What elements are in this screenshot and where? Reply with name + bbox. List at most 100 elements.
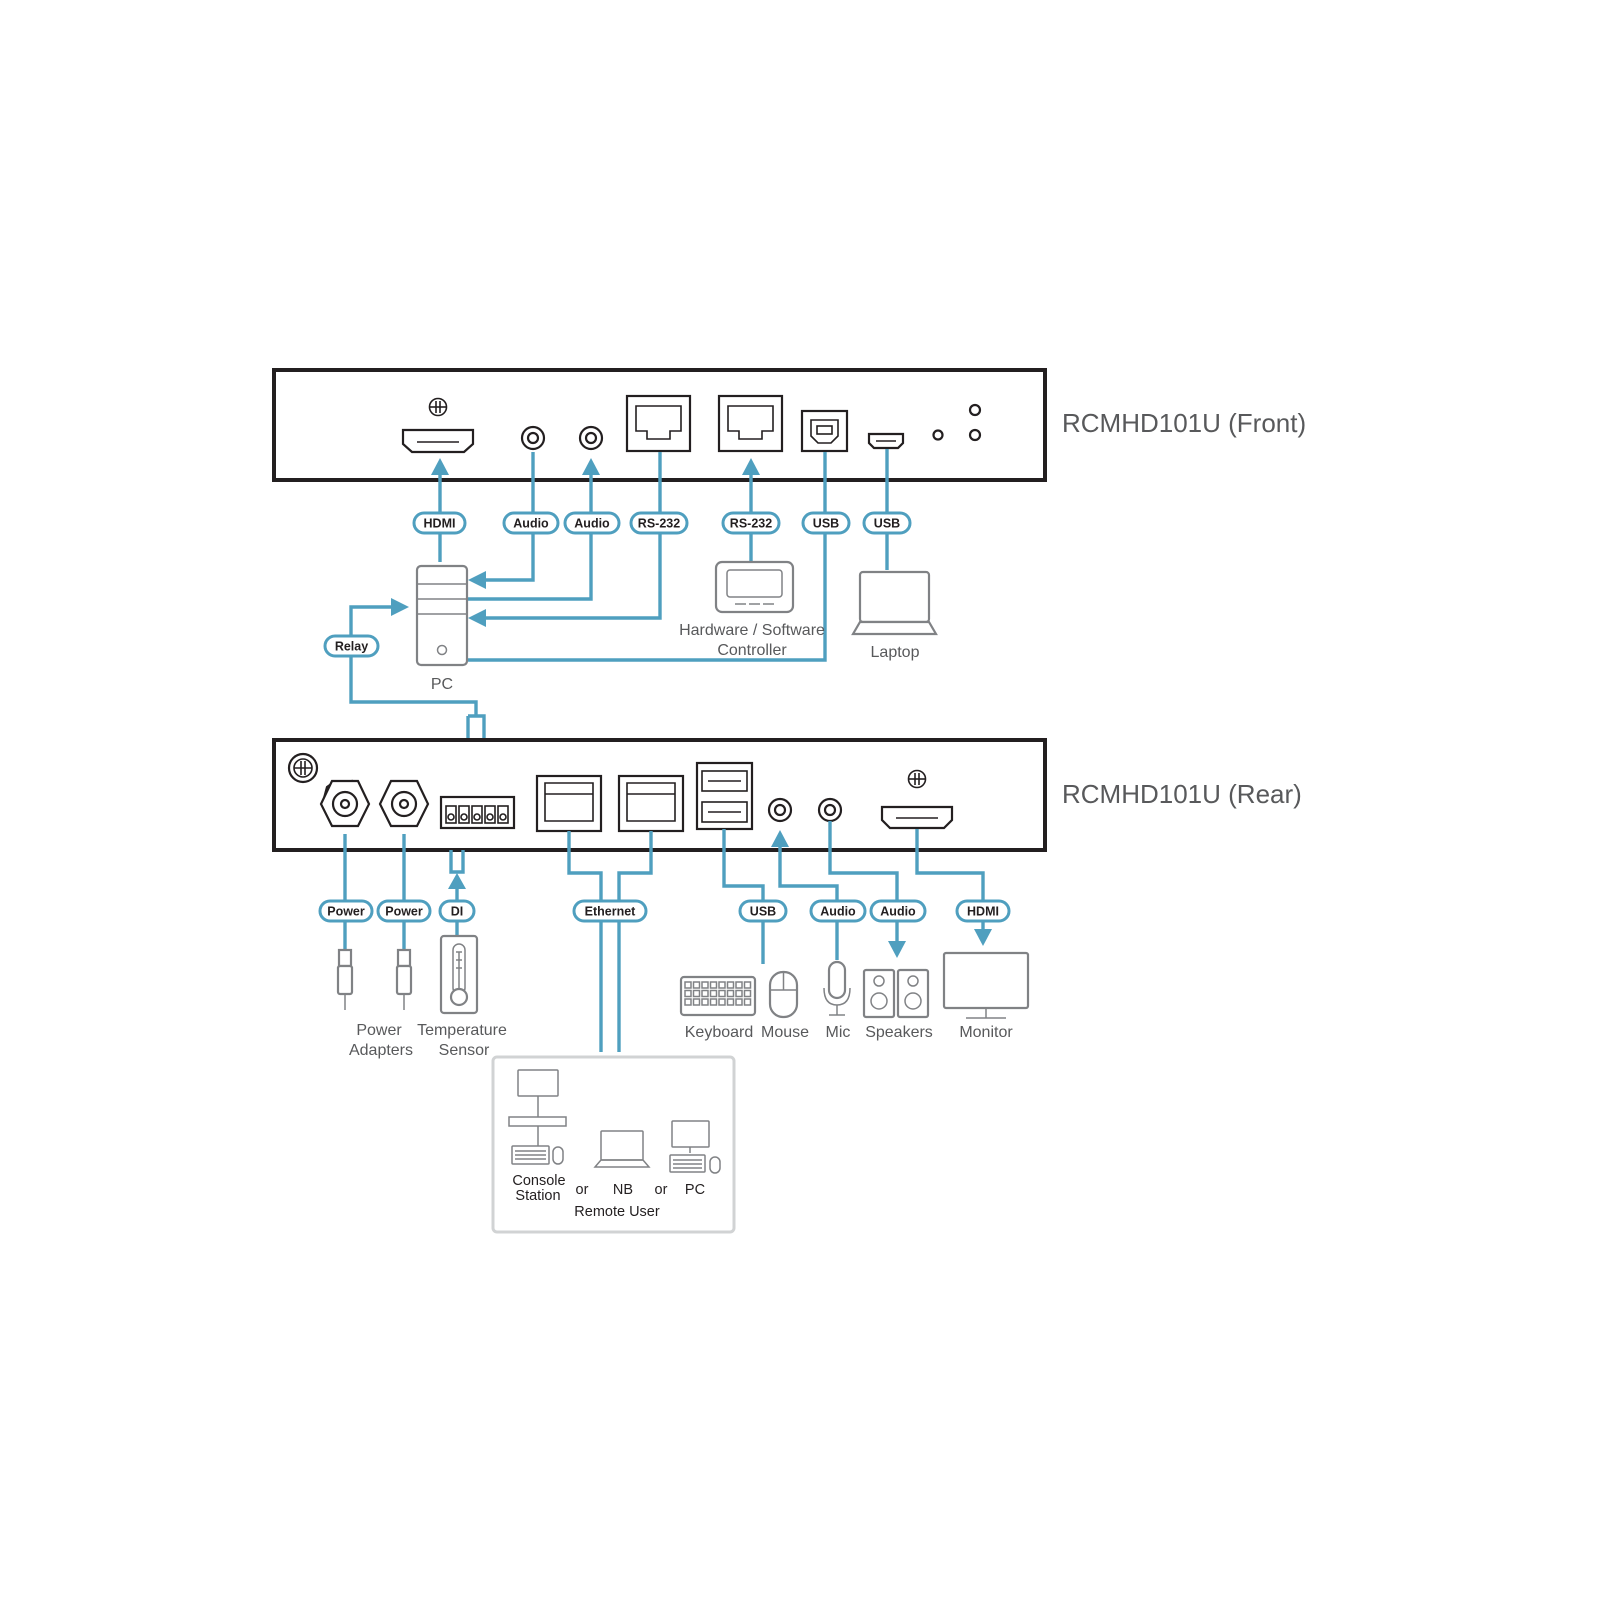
rear-cables [343,821,992,1052]
keyboard-key [726,998,735,1006]
keyboard-key [709,981,718,989]
remote-pc-icon [669,1120,721,1174]
rear-audio-jack-2 [817,797,843,823]
rear-terminal-block [439,795,516,830]
power-adapter-icon-1 [336,948,354,1010]
front-led-2 [968,403,982,417]
label-front-audio-2: Audio [563,511,621,535]
keyboard-key [709,989,718,998]
pc-caption: PC [431,676,453,693]
power-adapter-icon-2 [395,948,413,1010]
keyboard-key [701,989,709,998]
keyboard-key [726,989,735,998]
front-usb-b-port [800,409,849,453]
temperature-sensor-caption-line1: Temperature [417,1022,507,1039]
keyboard-key [735,998,743,1006]
front-mini-usb-port [867,432,905,450]
svg-text:USB: USB [874,517,900,531]
label-front-rs232-2: RS-232 [721,511,781,535]
notebook-icon [593,1130,651,1168]
svg-text:RS-232: RS-232 [638,517,680,531]
label-front-hdmi: HDMI [412,511,467,535]
svg-text:USB: USB [750,905,776,919]
rear-panel: RCMHD101U (Rear) [272,738,1302,852]
svg-text:Audio: Audio [513,517,549,531]
mouse-icon [768,970,799,1019]
rear-usb-a-ports [695,761,754,831]
svg-text:HDMI: HDMI [424,517,456,531]
keyboard-key [718,981,726,989]
front-device-title: RCMHD101U (Front) [1062,408,1306,438]
label-front-usb-2: USB [862,511,912,535]
keyboard-key [735,989,743,998]
controller-caption-line2: Controller [717,642,787,659]
label-rear-di: DI [438,899,476,923]
svg-text:HDMI: HDMI [967,905,999,919]
monitor-caption: Monitor [959,1024,1013,1041]
temperature-sensor-icon [439,934,479,1015]
svg-text:Power: Power [385,905,423,919]
label-front-rs232-1: RS-232 [629,511,689,535]
or-text-1: or [576,1182,589,1198]
svg-text:Power: Power [327,905,365,919]
front-cables [349,449,889,790]
console-station-caption-line2: Station [515,1188,560,1204]
rear-ground-screw-icon [287,752,319,784]
rear-power-socket-2 [378,779,430,828]
label-rear-hdmi: HDMI [955,899,1011,923]
keyboard-key [709,998,718,1006]
keyboard-key [701,998,709,1006]
svg-text:USB: USB [813,517,839,531]
remote-pc-caption: PC [685,1182,705,1198]
rear-power-socket-1 [319,779,371,828]
rear-device-title: RCMHD101U (Rear) [1062,779,1302,809]
front-hdmi-port [401,428,475,454]
keyboard-key [726,981,735,989]
front-audio-jack-2 [578,425,604,451]
svg-text:Audio: Audio [880,905,916,919]
remote-user-box: Console Station or NB or PC Remote User [491,1055,736,1234]
laptop-icon [851,570,938,636]
front-led-3 [968,428,982,442]
label-rear-usb: USB [738,899,788,923]
front-led-1 [932,429,944,441]
controller-icon [714,560,795,614]
temperature-sensor-caption-line2: Sensor [439,1042,490,1059]
power-adapters-caption-line2: Adapters [349,1042,413,1059]
svg-text:Relay: Relay [335,640,368,654]
label-rear-power-1: Power [318,899,374,923]
front-panel: RCMHD101U (Front) [272,368,1306,482]
label-front-usb-1: USB [801,511,851,535]
remote-user-caption: Remote User [574,1204,660,1220]
keyboard-key [743,981,752,989]
mic-icon [823,960,851,1016]
keyboard-key [684,981,692,989]
keyboard-key [743,998,752,1006]
label-rear-audio-2: Audio [869,899,927,923]
rear-hdmi-screw-icon [907,769,927,789]
svg-text:Audio: Audio [820,905,856,919]
label-front-audio-1: Audio [502,511,560,535]
console-station-caption-line1: Console [512,1173,565,1189]
rear-cable-labels: Power Power DI Ethernet USB Audio Audio [318,899,1011,923]
or-text-2: or [655,1182,668,1198]
keyboard-key [692,998,701,1006]
front-rs232-port-1 [625,394,692,453]
svg-text:RS-232: RS-232 [730,517,772,531]
rear-ethernet-port-1 [535,774,603,833]
front-hdmi-screw-icon [428,397,448,417]
keyboard-key [718,998,726,1006]
keyboard-key [692,981,701,989]
controller-caption-line1: Hardware / Software [679,622,825,639]
monitor-icon [942,951,1030,1019]
keyboard-key [684,989,692,998]
power-adapters-caption-line1: Power [356,1022,402,1039]
label-rear-ethernet: Ethernet [572,899,648,923]
front-cable-labels: HDMI Audio Audio RS-232 RS-232 USB USB [323,511,912,658]
rear-ethernet-port-2 [617,774,685,833]
keyboard-key [735,981,743,989]
front-rs232-port-2 [717,394,784,453]
laptop-caption: Laptop [871,644,920,661]
console-station-icon [508,1069,567,1165]
